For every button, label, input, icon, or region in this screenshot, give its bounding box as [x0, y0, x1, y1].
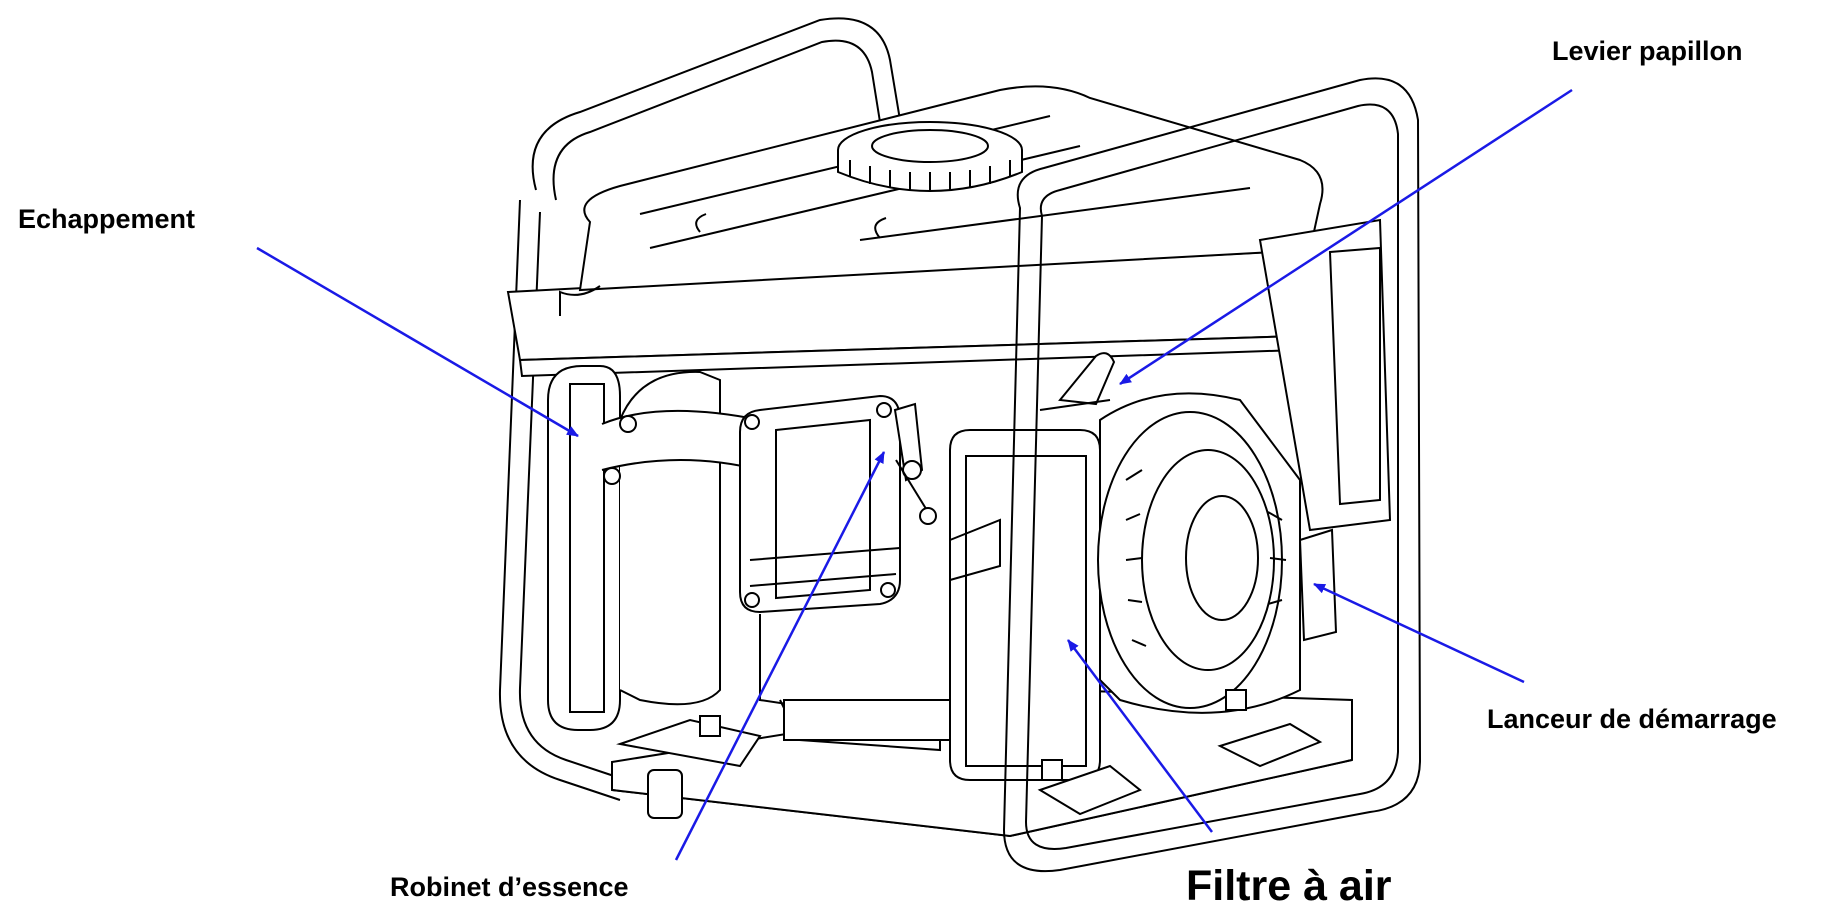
label-filtre-air: Filtre à air — [1186, 862, 1392, 910]
recoil-starter — [1097, 392, 1338, 714]
fuel-valve — [893, 402, 937, 525]
label-robinet-essence: Robinet d’essence — [390, 872, 629, 902]
throttle-lever — [1039, 352, 1116, 411]
frame-front — [1002, 77, 1422, 873]
air-filter — [949, 429, 1101, 781]
fuel-cap — [837, 121, 1023, 192]
label-lanceur-demarrage: Lanceur de démarrage — [1487, 704, 1777, 734]
leader-filtre — [1067, 639, 1213, 833]
label-levier-papillon: Levier papillon — [1552, 36, 1743, 66]
leader-levier-papillon — [1119, 88, 1573, 386]
frame-back — [498, 17, 901, 801]
leader-echappement — [256, 246, 579, 438]
leader-robinet — [674, 451, 886, 861]
engine-head — [739, 394, 969, 752]
side-bracket — [1258, 218, 1392, 532]
mounts — [616, 689, 1323, 816]
label-echappement: Echappement — [18, 204, 196, 234]
leader-lanceur — [1313, 582, 1525, 684]
leader-lines — [256, 88, 1573, 861]
muffler — [547, 365, 761, 731]
